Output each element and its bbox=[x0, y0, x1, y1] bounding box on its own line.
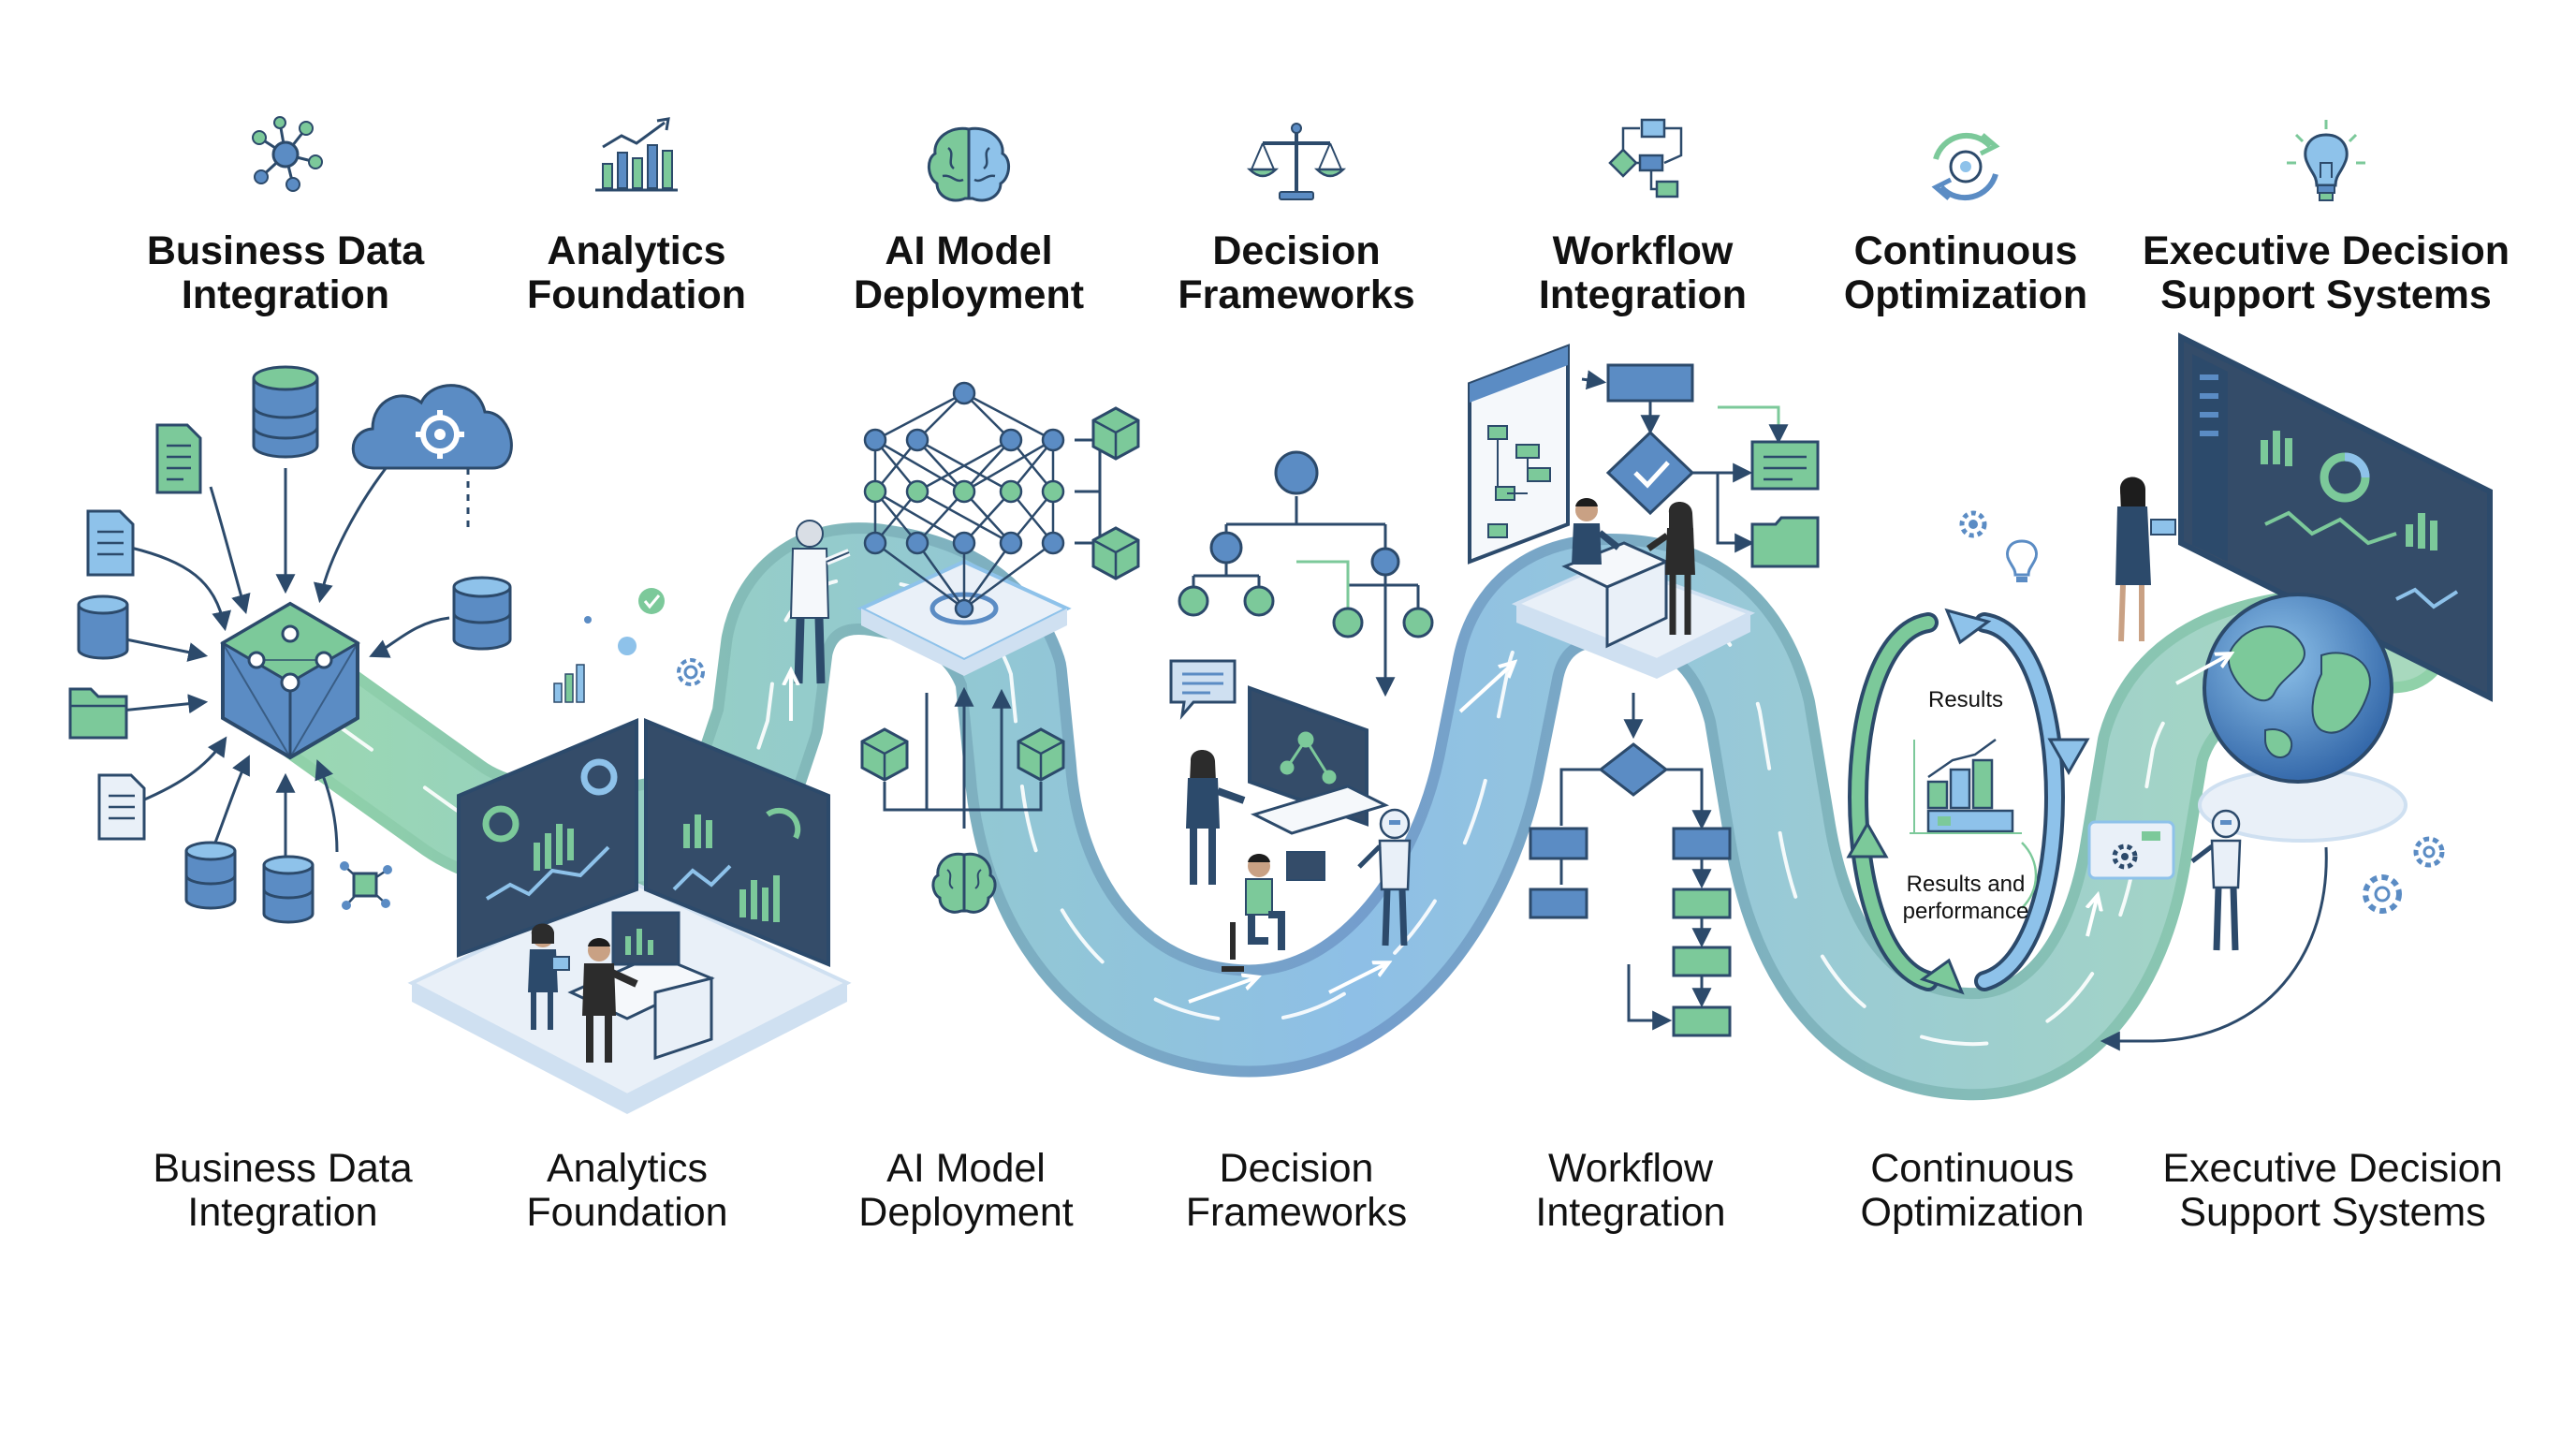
gear-icon bbox=[2363, 874, 2402, 914]
document-icon bbox=[86, 509, 135, 577]
robot-figure bbox=[1357, 808, 1412, 946]
document-icon bbox=[155, 423, 202, 494]
database-icon bbox=[252, 365, 319, 459]
lightbulb-icon bbox=[2287, 120, 2365, 201]
optimization-loop bbox=[1846, 608, 2090, 995]
analyst-figure bbox=[1646, 502, 1695, 635]
database-icon bbox=[77, 594, 129, 660]
bar-chart-trend-icon bbox=[595, 117, 678, 192]
workflow-diagram-icon bbox=[1608, 118, 1683, 198]
balance-scale-icon bbox=[1246, 123, 1347, 200]
database-icon bbox=[262, 855, 315, 924]
data-integration-cluster bbox=[68, 365, 513, 924]
model-cube-icon bbox=[1017, 727, 1065, 782]
model-cube-icon bbox=[860, 727, 909, 782]
brain-icon bbox=[928, 126, 1010, 202]
ai-model-platform bbox=[789, 381, 1140, 914]
results-label: Results bbox=[1927, 687, 2004, 712]
decision-tree bbox=[1169, 450, 1434, 1004]
folder-icon bbox=[68, 687, 128, 740]
lower-flowchart bbox=[1529, 693, 1732, 1037]
analyst-figure bbox=[528, 923, 570, 1030]
analytics-workstation bbox=[407, 588, 852, 1114]
seated-figure bbox=[1222, 854, 1285, 972]
gear-icon bbox=[2413, 836, 2445, 868]
chat-bubble-icon bbox=[1169, 659, 1237, 720]
network-hub-icon bbox=[252, 116, 323, 192]
data-hub-cube bbox=[220, 601, 360, 760]
analyst-figure bbox=[582, 938, 638, 1063]
mini-bar-chart-icon bbox=[553, 664, 585, 703]
model-cube-icon bbox=[1091, 526, 1140, 580]
gear-icon bbox=[677, 658, 705, 686]
database-icon bbox=[184, 841, 237, 910]
robot-figure bbox=[2190, 809, 2242, 951]
seated-figure bbox=[1572, 498, 1621, 565]
workflow-platform bbox=[1458, 344, 1820, 1037]
model-cube-icon bbox=[1091, 406, 1140, 461]
analyst-figure bbox=[1186, 750, 1246, 885]
lightbulb-icon bbox=[2006, 539, 2038, 582]
network-node-icon bbox=[340, 861, 392, 910]
refresh-cycle-icon bbox=[1931, 132, 2000, 201]
database-icon bbox=[452, 576, 512, 651]
neural-network-graph bbox=[863, 381, 1065, 619]
gear-icon bbox=[1959, 510, 1987, 538]
executive-figure bbox=[2115, 477, 2176, 642]
executive-dashboard bbox=[1959, 332, 2493, 1051]
document-icon bbox=[97, 773, 146, 841]
brain-icon bbox=[931, 852, 997, 914]
gear-icon bbox=[2112, 844, 2138, 870]
engineer-figure bbox=[789, 520, 851, 684]
cloud-settings-icon bbox=[351, 384, 513, 470]
checkmark-icon bbox=[638, 588, 665, 614]
